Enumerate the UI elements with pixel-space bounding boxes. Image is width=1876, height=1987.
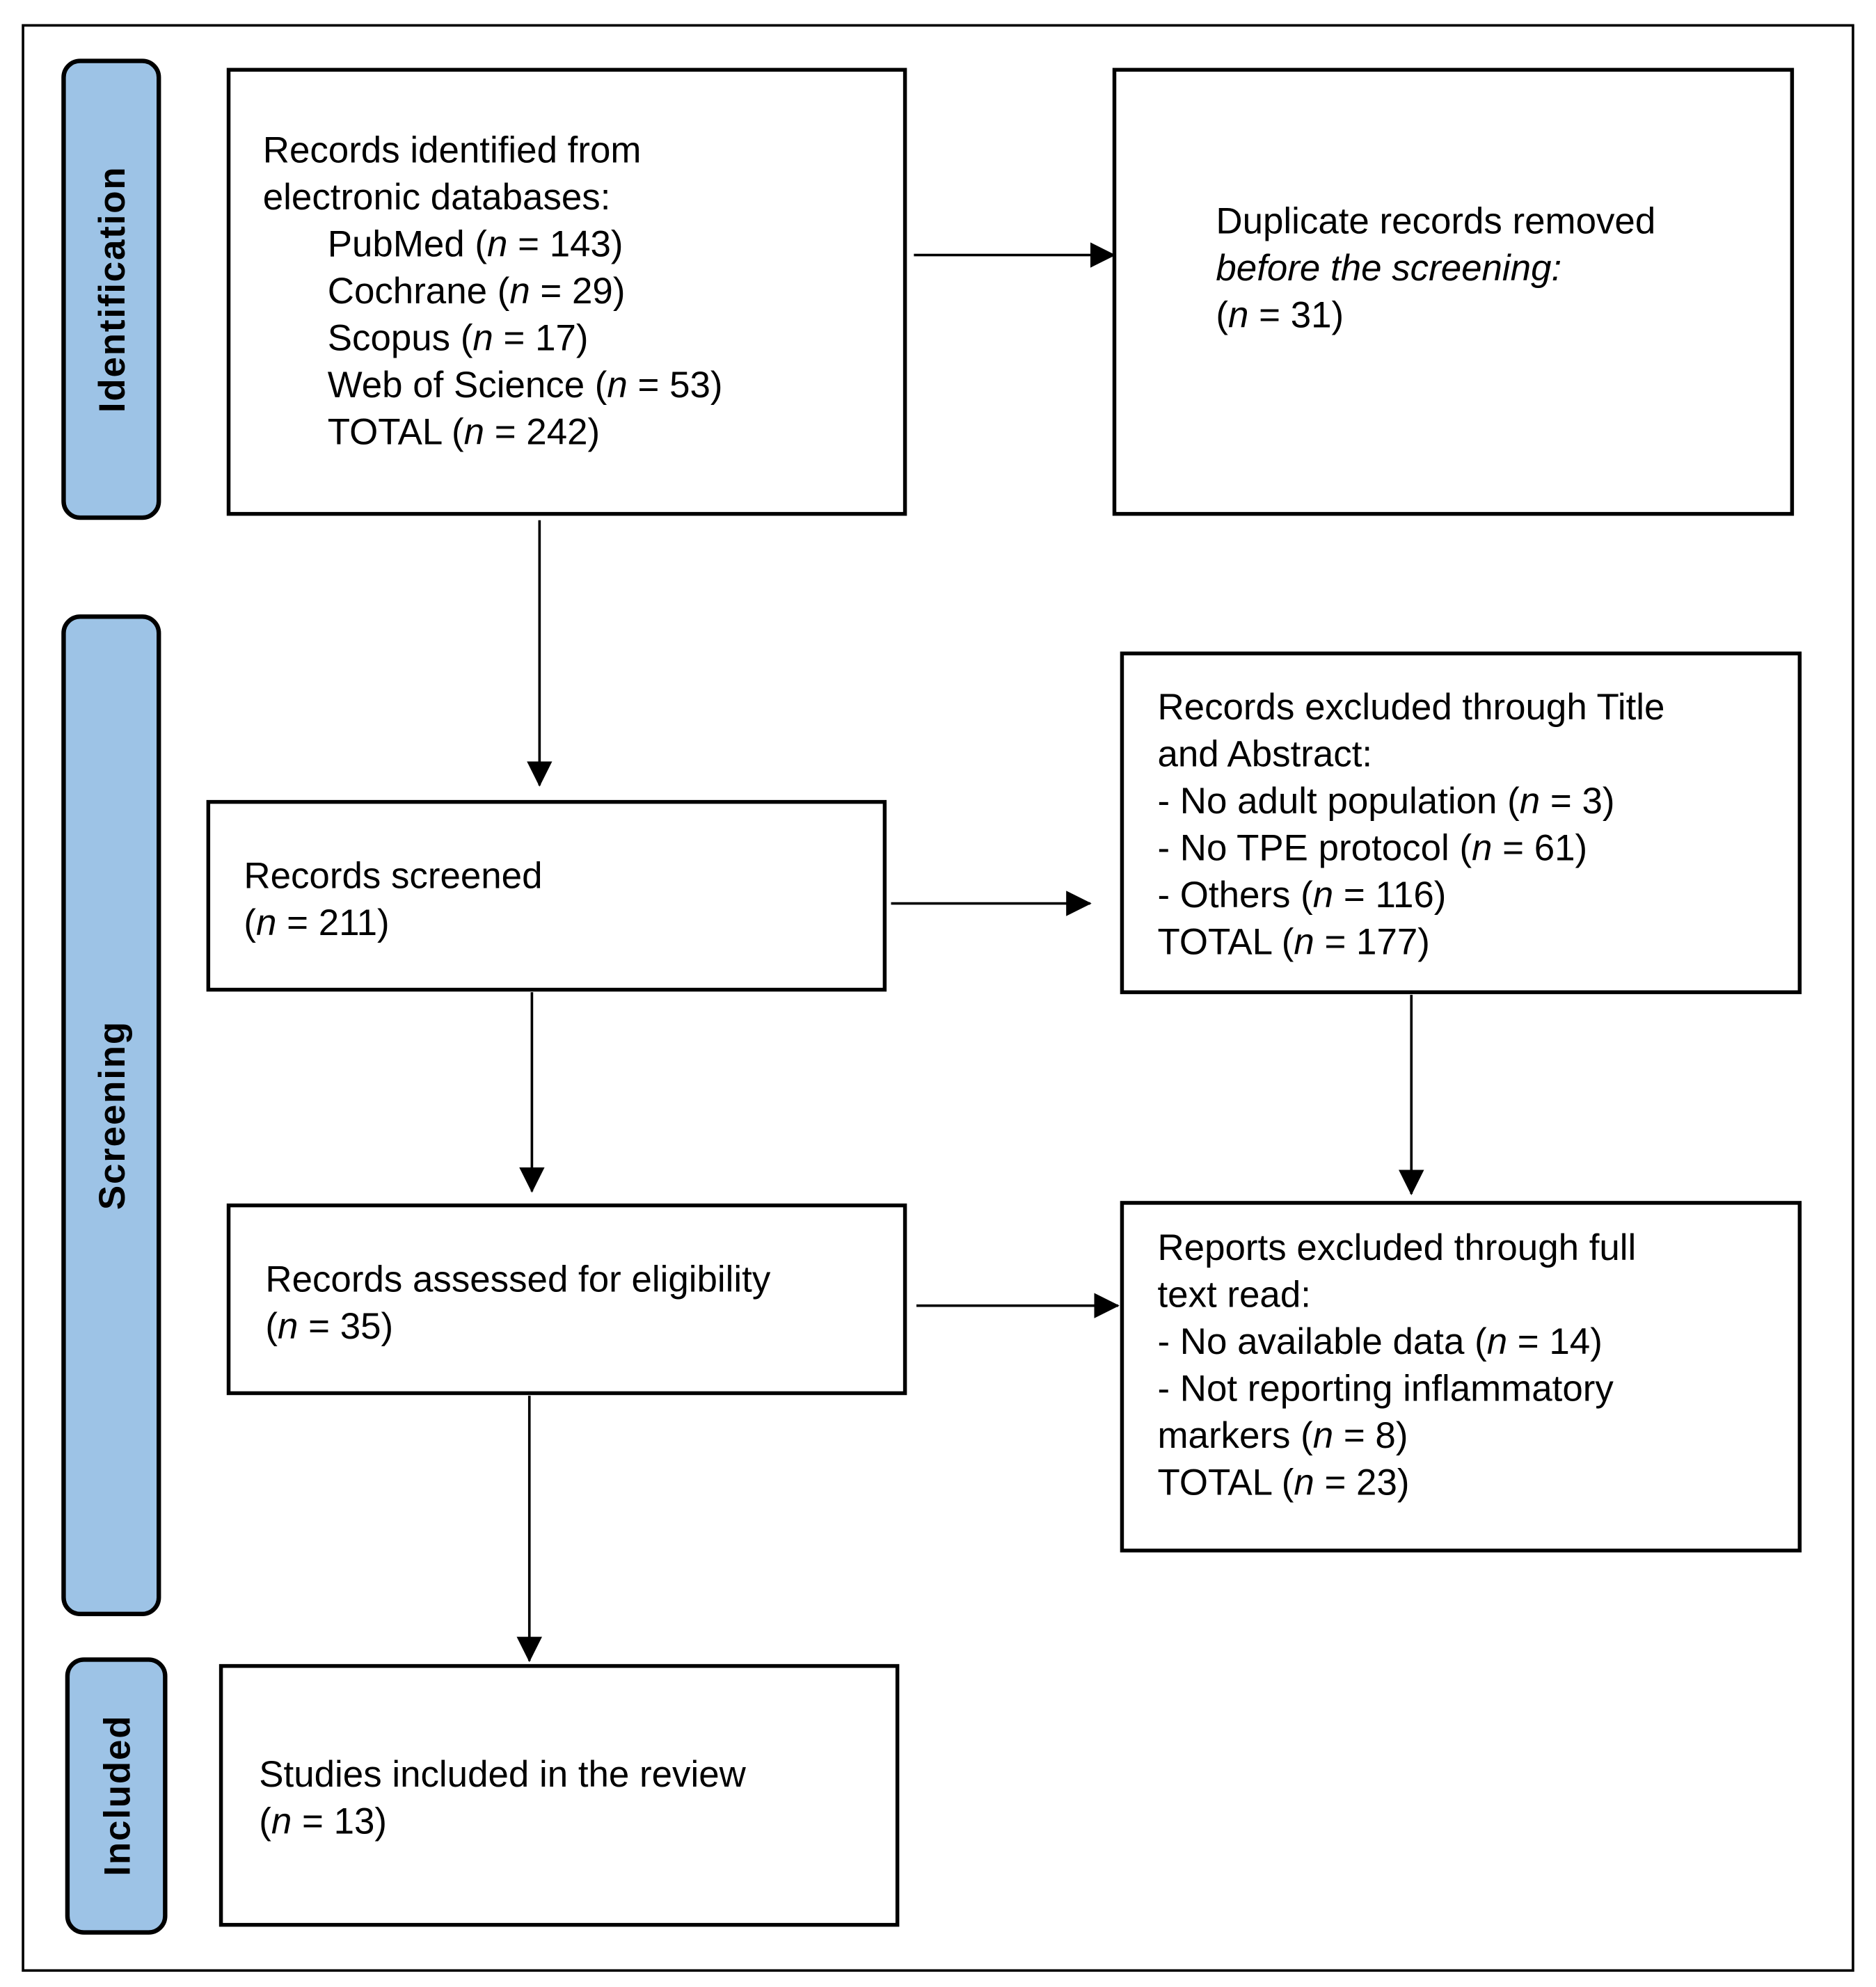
text-line-segment: = 242) [484, 411, 600, 452]
text-line-segment: n [509, 271, 530, 312]
text-line-segment: TOTAL ( [1158, 1462, 1294, 1503]
text-line-segment: n [1294, 921, 1314, 962]
text-line-segment: n [464, 411, 484, 452]
text-line-segment: Records excluded through Title [1158, 687, 1665, 728]
text-line-segment: TOTAL ( [328, 411, 464, 452]
stage-identification: Identification [61, 58, 161, 520]
text-line-segment: ( [244, 902, 256, 943]
text-line-segment: - No available data ( [1158, 1321, 1488, 1362]
text-line-segment: = 8) [1333, 1415, 1408, 1456]
text-line-segment: n [472, 317, 493, 358]
text-line-segment: n [1313, 875, 1333, 916]
records-screened-box [206, 799, 887, 992]
text-line-segment: TOTAL ( [1158, 921, 1294, 962]
stage-included-label: Included [97, 1715, 138, 1876]
reports-excluded-fulltext-box [1120, 1201, 1802, 1553]
text-line-segment: = 29) [530, 271, 626, 312]
text-line-segment: n [1228, 295, 1248, 336]
text-line-segment: n [1520, 781, 1540, 822]
text-line-segment: = 53) [628, 365, 723, 406]
text-line-segment: n [1313, 1415, 1333, 1456]
duplicates-removed-box [1112, 67, 1795, 516]
studies-included-box [218, 1663, 900, 1927]
text-line-segment: n [1487, 1321, 1507, 1362]
text-line-segment: n [271, 1801, 292, 1842]
text-line-segment: n [1472, 828, 1492, 869]
text-line-segment: Cochrane ( [328, 271, 510, 312]
text-line-segment: PubMed ( [328, 223, 488, 264]
text-line-segment: Studies included in the review [259, 1754, 746, 1795]
text-line-segment: - Not reporting inflammatory [1158, 1368, 1614, 1409]
text-line-segment: n [278, 1306, 298, 1347]
text-line-segment: = 35) [298, 1306, 393, 1347]
text-line-segment: = 177) [1314, 921, 1430, 962]
text-line-segment: Duplicate records removed [1216, 201, 1655, 242]
text-line-segment: n [256, 902, 276, 943]
records-identified-box [226, 67, 907, 516]
stage-screening-label: Screening [92, 1021, 133, 1210]
text-line-segment: = 13) [292, 1801, 387, 1842]
text-line-segment: = 3) [1540, 781, 1614, 822]
text-line-segment: Web of Science ( [328, 365, 607, 406]
text-line-segment: Records assessed for eligibility [265, 1259, 770, 1300]
text-line-segment: Reports excluded through full [1158, 1227, 1637, 1268]
records-excluded-title-box [1120, 651, 1802, 994]
studies-included-text: Studies included in the review (n = 13) [259, 1754, 746, 1842]
text-line-segment: ( [265, 1306, 278, 1347]
records-excluded-title-text: Records excluded through Title and Abstra… [1158, 687, 1665, 962]
text-line-segment: Records screened [244, 856, 542, 897]
text-line-segment: Records identified from [263, 129, 642, 170]
text-line-segment: - Others ( [1158, 875, 1314, 916]
text-line-segment: and Abstract: [1158, 734, 1373, 775]
text-line-segment: n [607, 365, 627, 406]
text-line-segment: = 116) [1333, 875, 1446, 916]
records-eligibility-box [226, 1203, 907, 1396]
records-screened-text: Records screened (n = 211) [244, 856, 542, 943]
text-line-segment: = 61) [1492, 828, 1587, 869]
text-line-segment: ( [259, 1801, 271, 1842]
text-line-segment: n [487, 223, 507, 264]
stage-identification-label: Identification [92, 166, 133, 413]
text-line-segment: text read: [1158, 1274, 1311, 1315]
text-line-segment: - No adult population ( [1158, 781, 1520, 822]
records-identified-text: Records identified from electronic databa… [263, 129, 723, 452]
stage-screening: Screening [61, 614, 161, 1617]
text-line-segment: = 31) [1248, 295, 1344, 336]
text-line-segment: - No TPE protocol ( [1158, 828, 1472, 869]
duplicates-removed-text: Duplicate records removed before the scre… [1216, 201, 1655, 336]
text-line-segment: ( [1216, 295, 1228, 336]
text-line-segment: = 143) [507, 223, 623, 264]
text-line-segment: = 17) [493, 317, 589, 358]
text-line-segment: = 14) [1507, 1321, 1603, 1362]
text-line-segment: n [1294, 1462, 1314, 1503]
reports-excluded-fulltext-text: Reports excluded through full text read: -… [1158, 1227, 1637, 1503]
stage-included: Included [65, 1657, 168, 1935]
text-line-segment: before the screening: [1216, 248, 1561, 289]
text-line-segment: = 211) [276, 902, 389, 943]
text-line-segment: electronic databases: [263, 177, 611, 218]
text-line-segment: Scopus ( [328, 317, 473, 358]
text-line-segment: markers ( [1158, 1415, 1314, 1456]
records-eligibility-text: Records assessed for eligibility (n = 35) [265, 1259, 770, 1347]
text-line-segment: = 23) [1314, 1462, 1410, 1503]
